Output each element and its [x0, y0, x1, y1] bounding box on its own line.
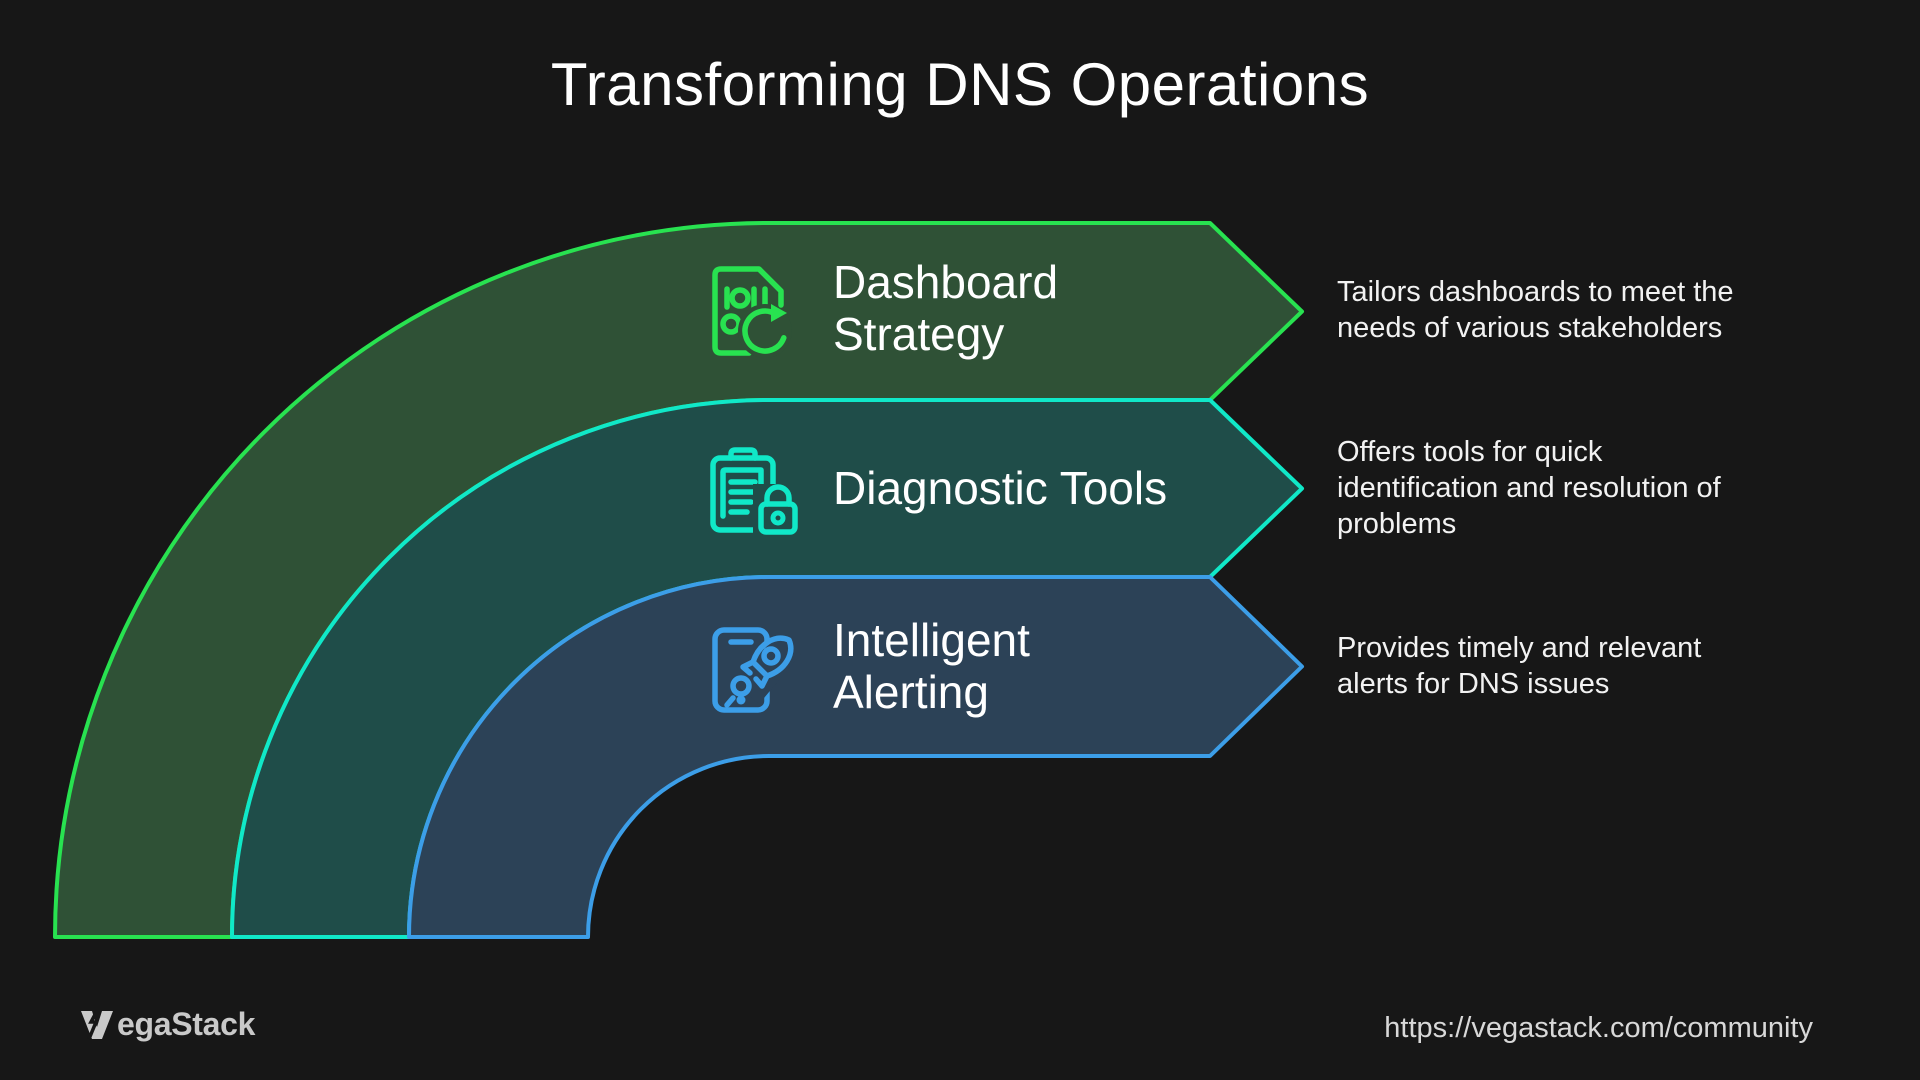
phone-rocket-icon: [712, 627, 801, 713]
brand-logo-text: egaStack: [117, 1006, 256, 1042]
step-desc-dashboard-strategy: Tailors dashboards to meet the needs of …: [1337, 276, 1734, 344]
step-label-intelligent-alerting: Intelligent Alerting: [833, 614, 1030, 718]
brand-logo: egaStack: [80, 1006, 255, 1043]
step-desc-diagnostic-tools: Offers tools for quick identification an…: [1337, 436, 1721, 540]
binary-document-refresh-icon: [712, 266, 792, 358]
clipboard-lock-icon: [710, 447, 799, 535]
community-url[interactable]: https://vegastack.com/community: [1384, 1012, 1813, 1044]
step-label-diagnostic-tools: Diagnostic Tools: [833, 462, 1168, 515]
step-desc-intelligent-alerting: Provides timely and relevant alerts for …: [1337, 632, 1702, 700]
page-title: Transforming DNS Operations: [550, 51, 1370, 118]
brand-bolt-v-icon: [81, 1008, 113, 1040]
band-intelligent-alerting: [407, 575, 1304, 939]
step-label-dashboard-strategy: Dashboard Strategy: [833, 256, 1059, 360]
